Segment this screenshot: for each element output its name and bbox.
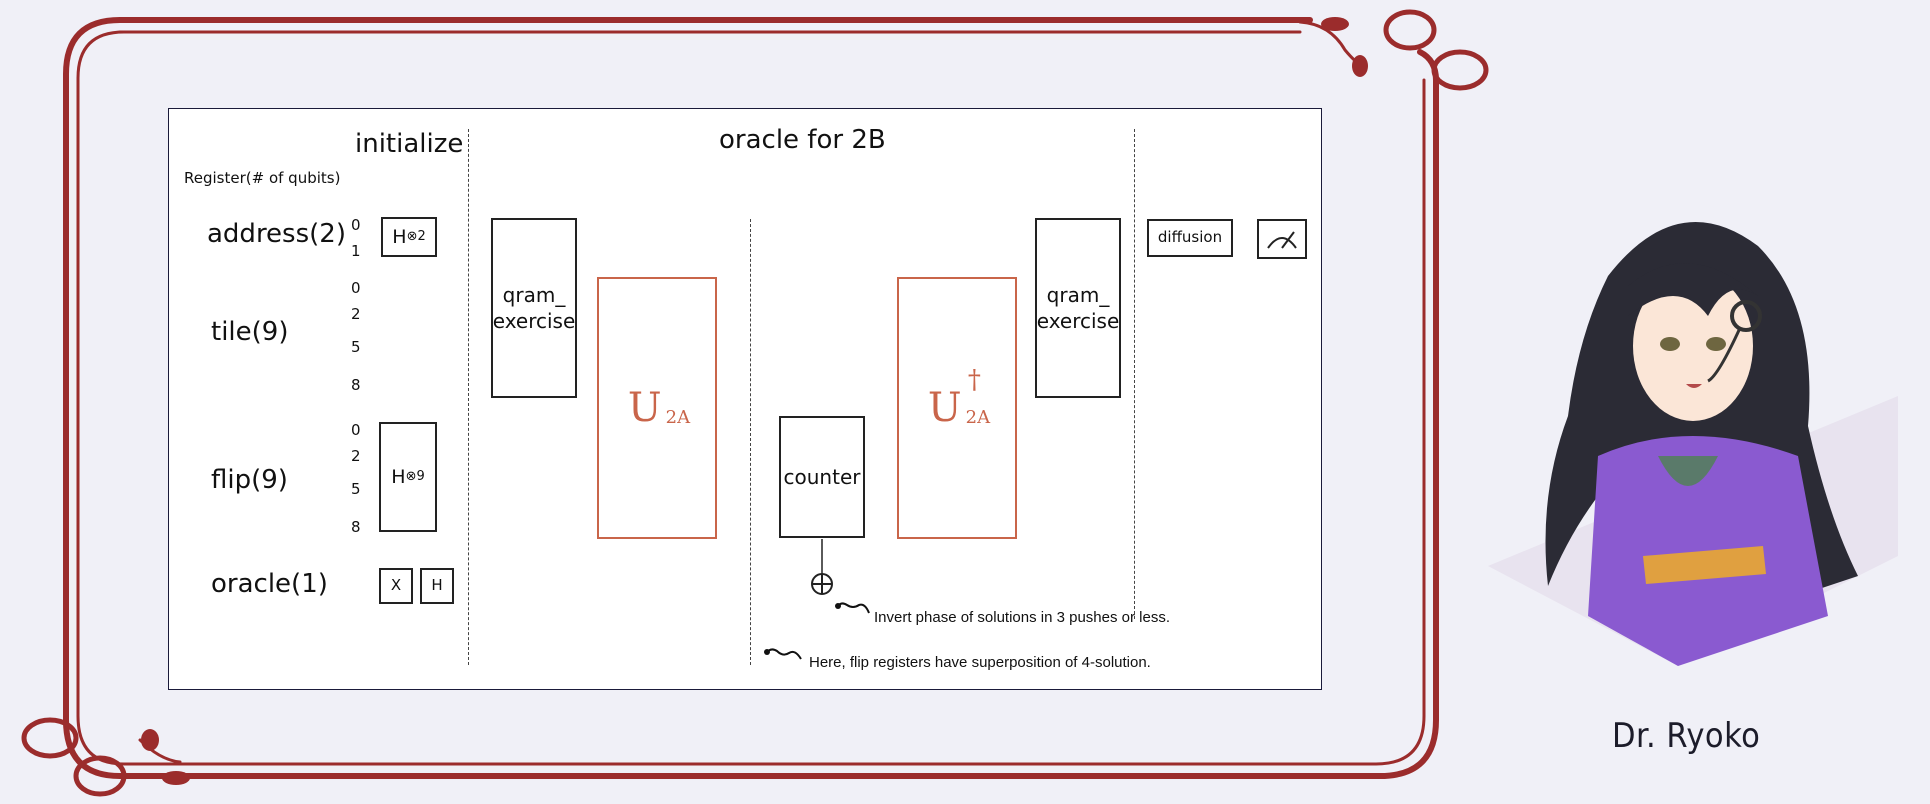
qubit-index-tile-5: 5 [351,338,361,356]
left-eye [1660,337,1680,351]
separator-initialize [468,129,469,665]
note-flip-superposition: Here, flip registers have superposition … [809,654,1151,671]
gate-base: H [391,465,406,488]
squiggle-arrow-invert [836,602,870,614]
u2a-base: U [627,385,662,431]
gate-line: exercise [1036,309,1120,333]
circuit-connectors [764,539,870,660]
oplus-target [811,573,833,595]
bangs [1628,263,1758,316]
face [1633,271,1753,421]
u2a-subscript: 2A [665,407,691,428]
u2a-dagger-subscript: 2A [965,407,991,428]
qubit-index-tile-8: 8 [351,376,361,394]
qubit-index-tile-2: 2 [351,305,361,323]
gate-base: H [392,225,407,248]
gate-superscript: ⊗9 [405,468,425,484]
mouth [1686,384,1702,388]
note-invert-phase: Invert phase of solutions in 3 pushes or… [874,609,1171,626]
headset-mic [1707,327,1742,383]
collar [1658,456,1718,486]
register-label-oracle: oracle(1) [211,569,328,599]
gate-superscript: ⊗2 [406,228,426,244]
u2a-dagger-base: U [927,385,962,431]
gate-line: exercise [492,309,576,333]
qubit-index-address-0: 0 [351,216,361,234]
gate-line: qram_ [502,283,566,307]
obi [1643,546,1766,584]
register-header: Register(# of qubits) [184,169,341,187]
quantum-circuit-diagram: initialize oracle for 2B Register(# of q… [168,108,1322,690]
qubit-index-address-1: 1 [351,242,361,260]
qram-exercise-gate-1: qram_exercise [491,218,577,398]
qubit-index-flip-8: 8 [351,518,361,536]
qubit-index-flip-5: 5 [351,480,361,498]
register-label-address: address(2) [207,219,346,249]
separator-diffusion [1134,129,1135,619]
section-title-initialize: initialize [355,129,464,159]
qubit-index-flip-0: 0 [351,421,361,439]
counter-gate: counter [779,416,865,538]
character-caption: Dr. Ryoko [1612,716,1761,756]
separator-oracle-mid [750,219,751,665]
register-label-flip: flip(9) [211,465,288,495]
meter-icon [1267,231,1297,249]
headset [1730,300,1762,332]
section-title-oracle: oracle for 2B [719,125,886,155]
qubit-index-flip-2: 2 [351,447,361,465]
right-eye [1706,337,1726,351]
dagger-symbol: † [967,365,981,395]
squiggle-arrow-flip [765,648,802,660]
qubit-index-tile-0: 0 [351,279,361,297]
h-oracle-gate: H [420,568,454,604]
x-gate: X [379,568,413,604]
hadamard-flip-gate: H⊗9 [379,422,437,532]
character-portrait [1488,222,1898,666]
register-label-tile: tile(9) [211,317,289,347]
gate-line: qram_ [1046,283,1110,307]
measurement-gate [1257,219,1307,259]
hadamard-address-gate: H⊗2 [381,217,437,257]
diffusion-gate: diffusion [1147,219,1233,257]
qram-exercise-gate-2: qram_exercise [1035,218,1121,398]
